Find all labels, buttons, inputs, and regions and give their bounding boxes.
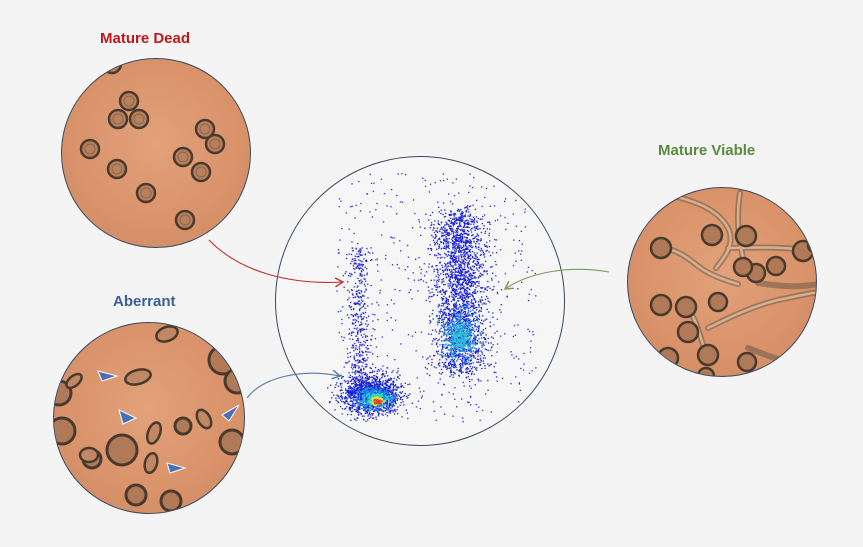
mature-dead-label: Mature Dead [100,30,191,47]
viable-arrow [503,268,610,290]
dead-arrow [208,239,345,288]
aberrant-micrograph [53,322,245,514]
scatter-points [327,173,537,423]
aberrant-label: Aberrant [113,293,176,310]
mature-dead-micrograph [61,58,251,248]
mature-viable-label: Mature Viable [658,142,756,159]
aberrant-arrow [246,369,342,399]
flow-cytometry-scatter-plot [275,156,565,446]
blue-triangle-arrowhead-icon [97,370,240,474]
